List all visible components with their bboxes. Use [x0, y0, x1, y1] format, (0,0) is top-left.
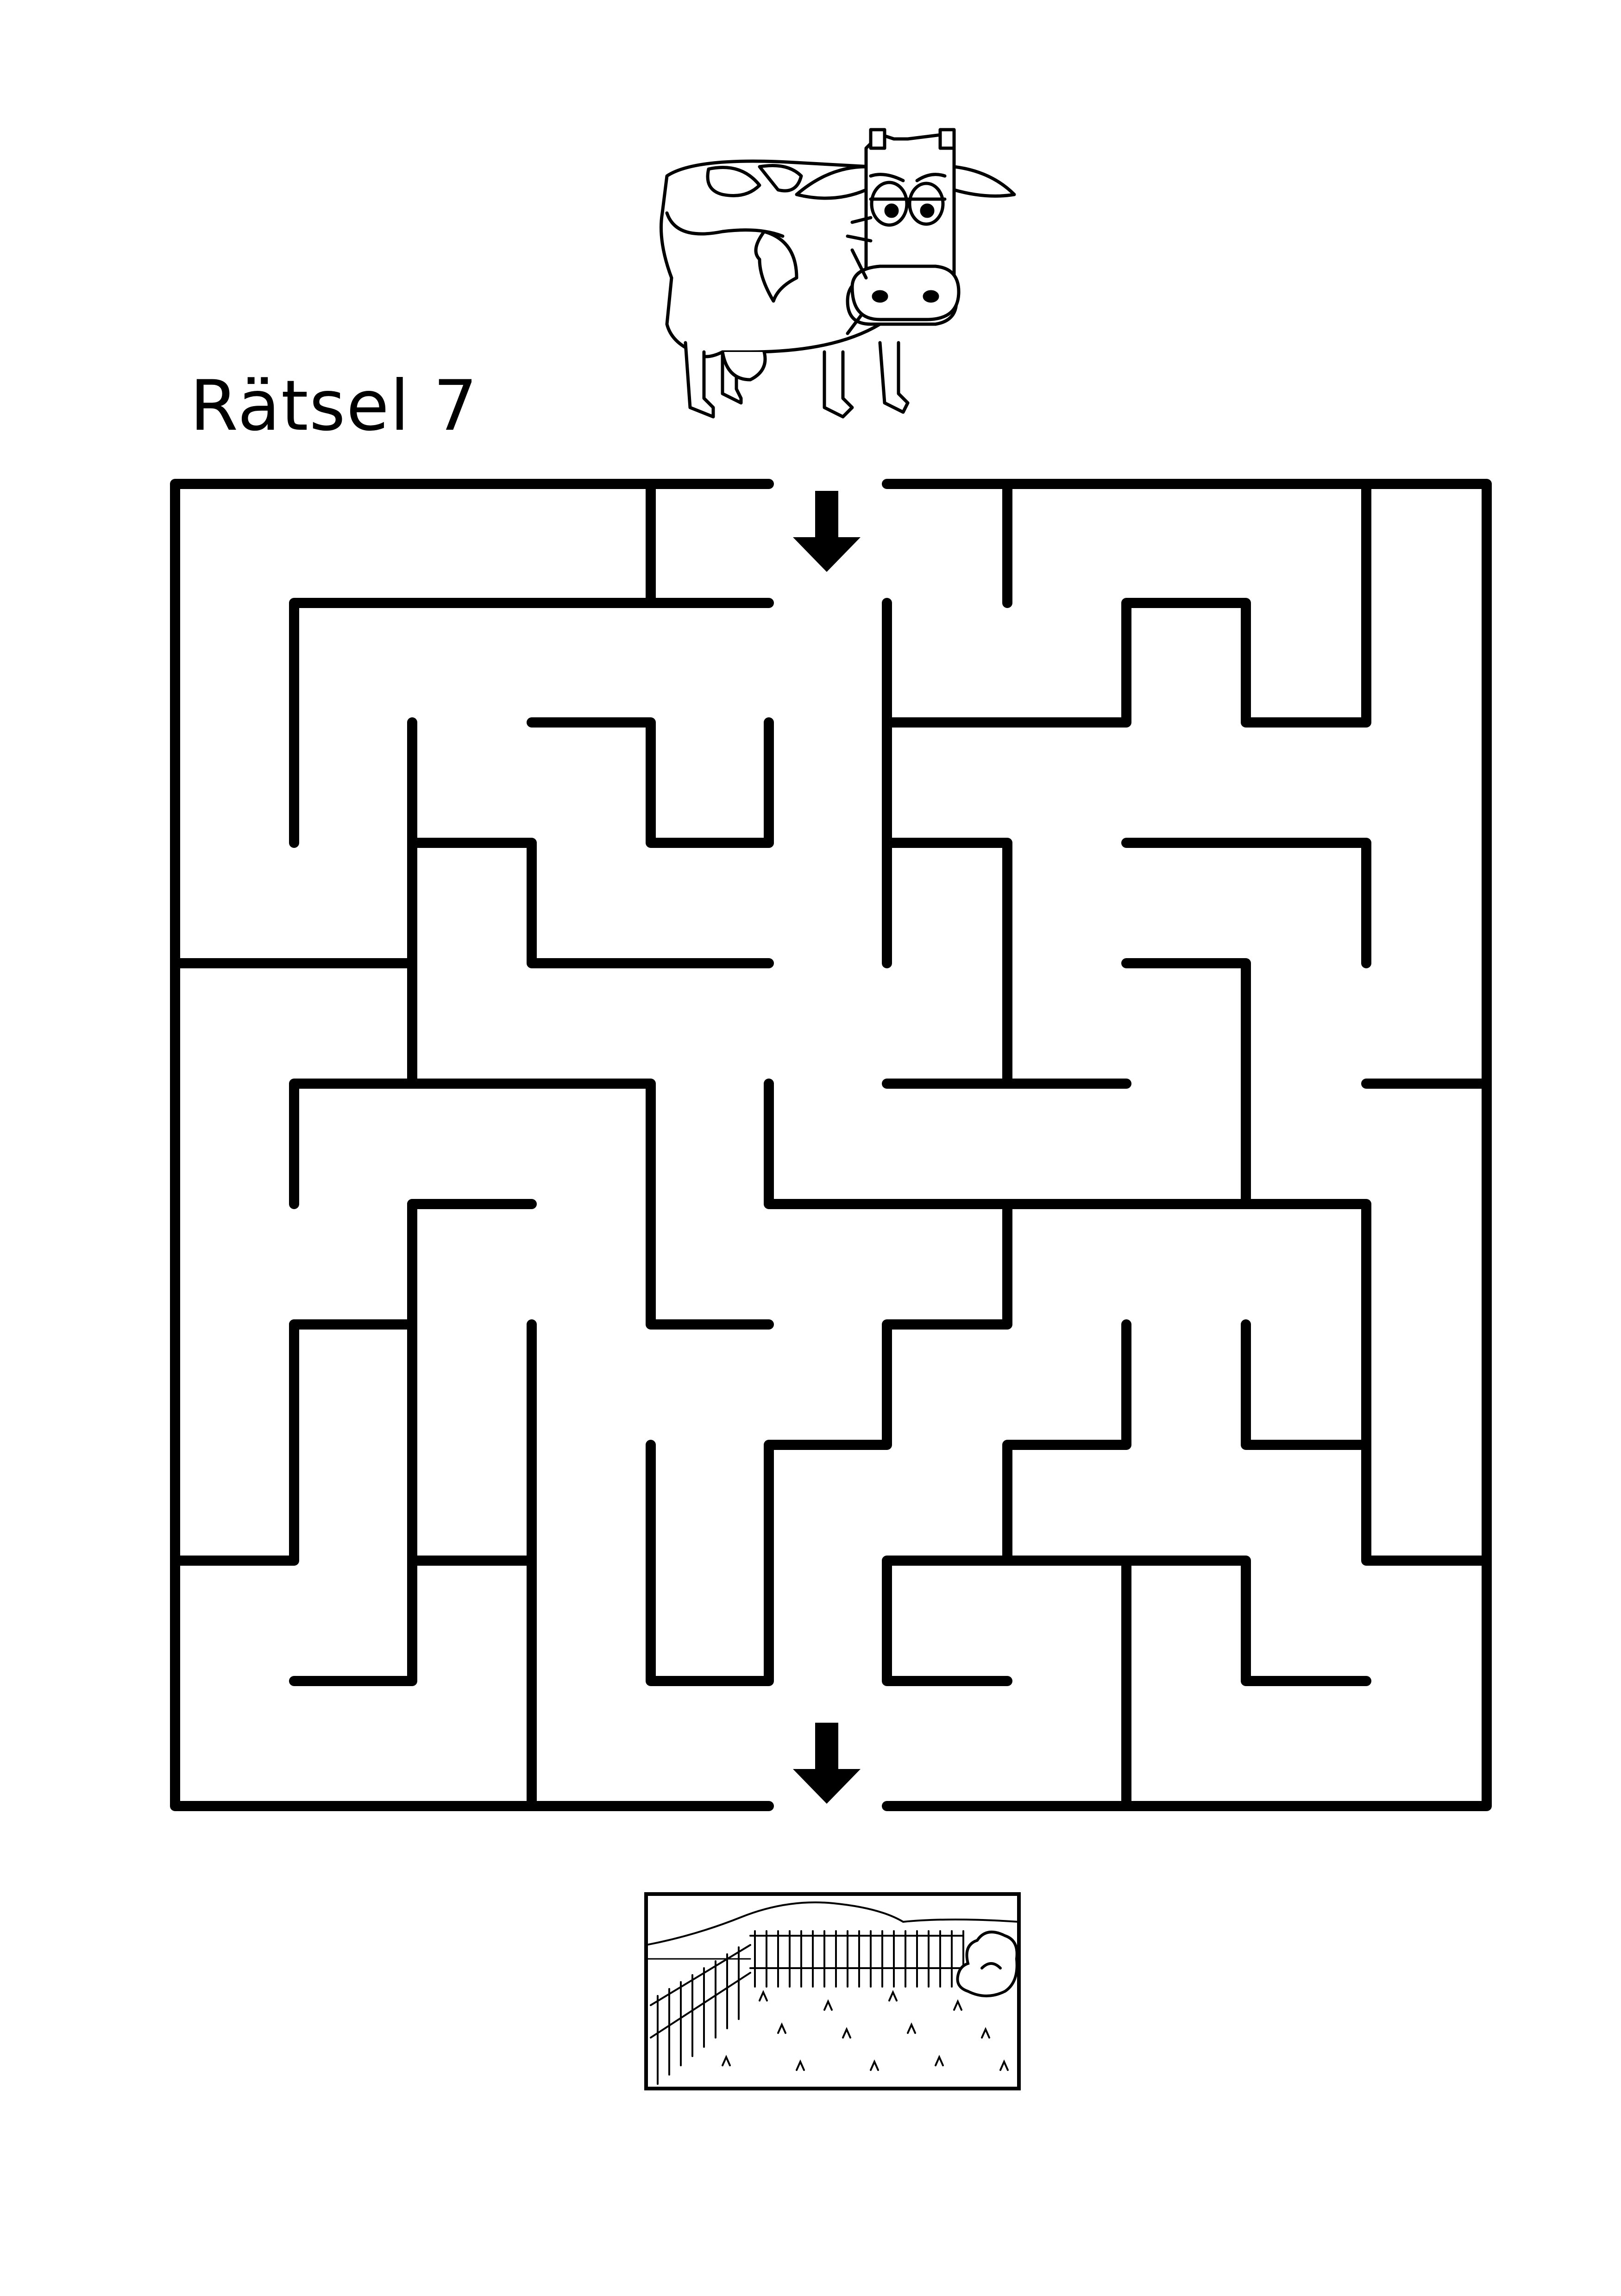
- entry-arrow-icon: [793, 491, 861, 572]
- exit-arrow-icon: [793, 1723, 861, 1804]
- cow-illustration: [660, 128, 1016, 419]
- maze-walls: [170, 479, 1492, 1811]
- pasture-illustration: [644, 1892, 1021, 2090]
- puzzle-title: Rätsel 7: [190, 366, 478, 446]
